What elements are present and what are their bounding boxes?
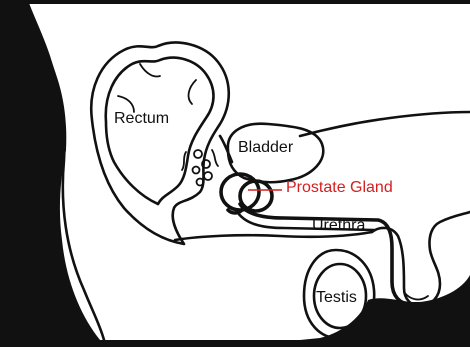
label-urethra: Urethra xyxy=(312,217,365,234)
label-prostate-gland: Prostate Gland xyxy=(286,179,393,196)
label-rectum: Rectum xyxy=(114,110,169,127)
label-testis: Testis xyxy=(316,289,357,306)
label-bladder: Bladder xyxy=(238,139,294,156)
